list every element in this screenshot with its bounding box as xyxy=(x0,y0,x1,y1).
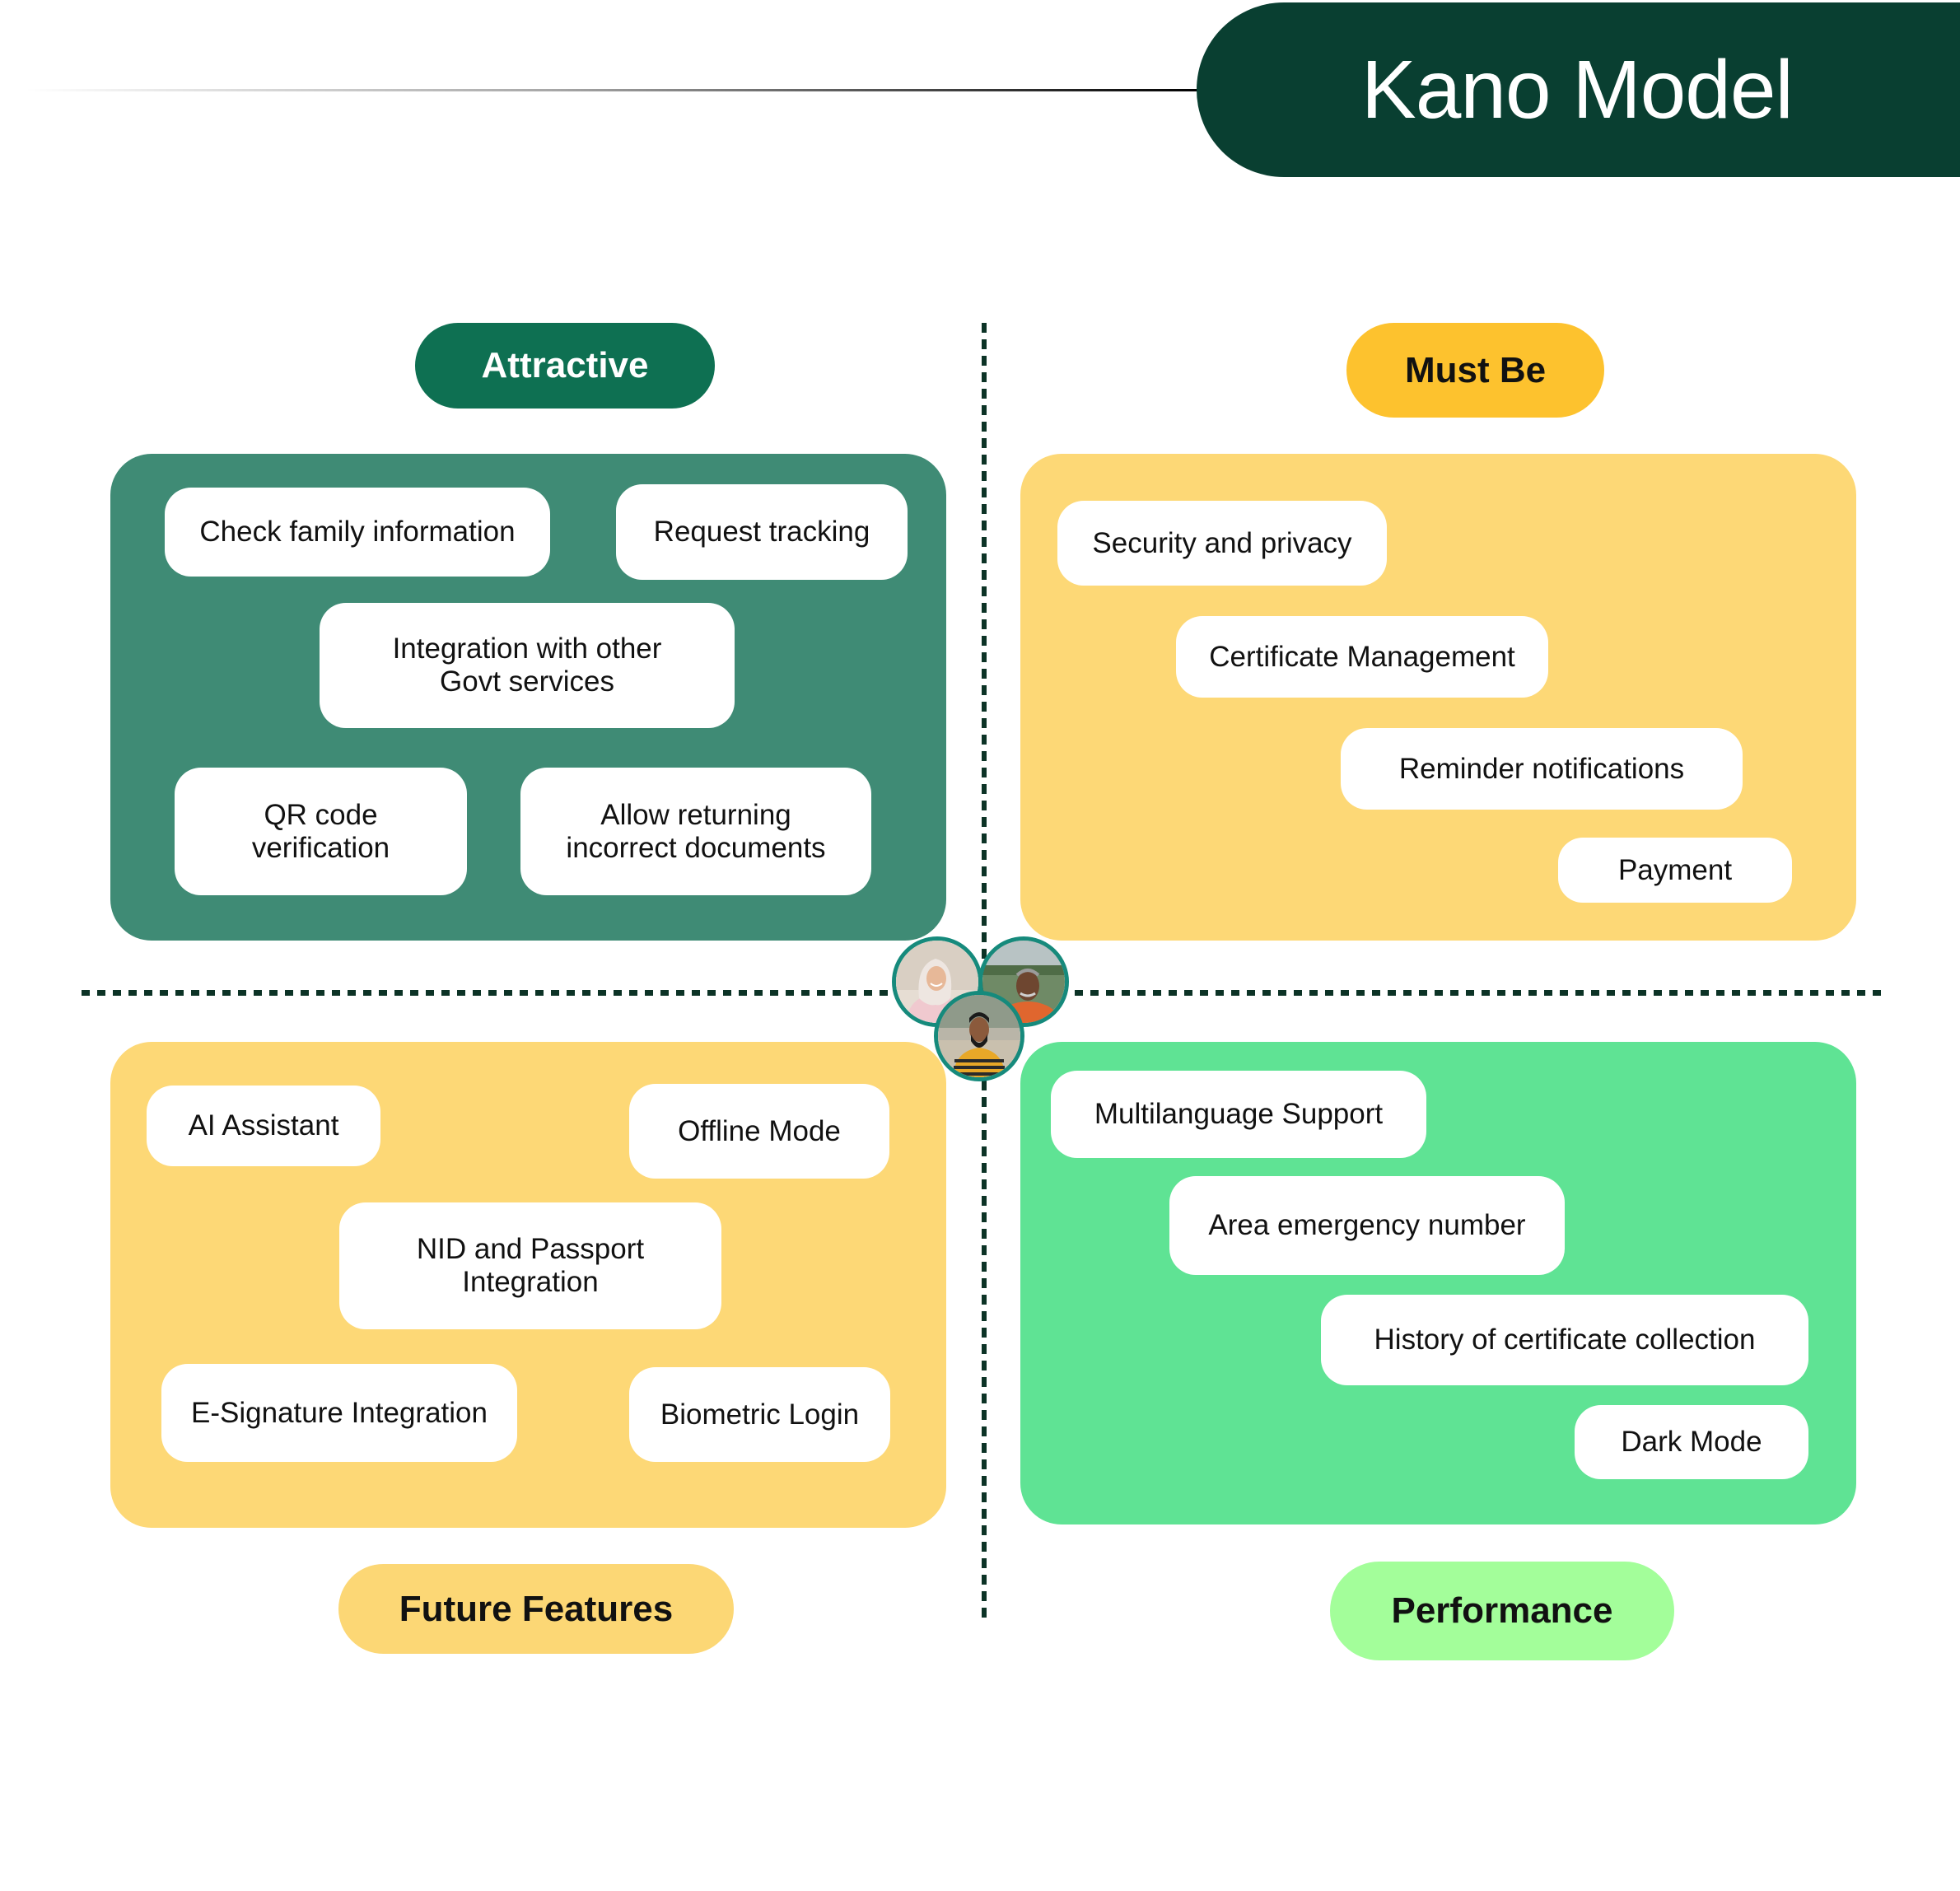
young-man-portrait-icon xyxy=(938,995,1020,1077)
feature-card: Offline Mode xyxy=(629,1084,889,1179)
feature-card: Area emergency number xyxy=(1169,1176,1565,1275)
horizontal-axis-divider-left xyxy=(82,990,893,996)
horizontal-axis-divider-right xyxy=(1075,990,1884,996)
feature-card: Dark Mode xyxy=(1575,1405,1808,1479)
category-label-must-be: Must Be xyxy=(1346,323,1604,418)
feature-card: AI Assistant xyxy=(147,1086,380,1166)
feature-card: E-Signature Integration xyxy=(161,1364,517,1462)
avatar-young-man xyxy=(934,991,1024,1081)
feature-card: Reminder notifications xyxy=(1341,728,1743,810)
feature-card: Biometric Login xyxy=(629,1367,890,1462)
feature-card: Request tracking xyxy=(616,484,908,580)
feature-card: NID and Passport Integration xyxy=(339,1202,721,1329)
title-banner: Kano Model xyxy=(1197,2,1960,177)
category-label-future-features: Future Features xyxy=(338,1564,734,1654)
feature-card: History of certificate collection xyxy=(1321,1295,1808,1385)
feature-card: Allow returning incorrect documents xyxy=(520,768,871,895)
category-label-attractive: Attractive xyxy=(415,323,715,409)
feature-card: Integration with other Govt services xyxy=(320,603,735,728)
avatar-elderly-man xyxy=(978,936,1069,1027)
feature-card: QR code verification xyxy=(175,768,467,895)
header-gradient-line xyxy=(25,89,1202,91)
feature-card: Payment xyxy=(1558,838,1792,903)
page-title: Kano Model xyxy=(1361,43,1794,136)
feature-card: Security and privacy xyxy=(1057,501,1387,586)
category-label-performance: Performance xyxy=(1330,1562,1674,1660)
feature-card: Certificate Management xyxy=(1176,616,1548,698)
feature-card: Multilanguage Support xyxy=(1051,1071,1426,1158)
feature-card: Check family information xyxy=(165,488,550,577)
